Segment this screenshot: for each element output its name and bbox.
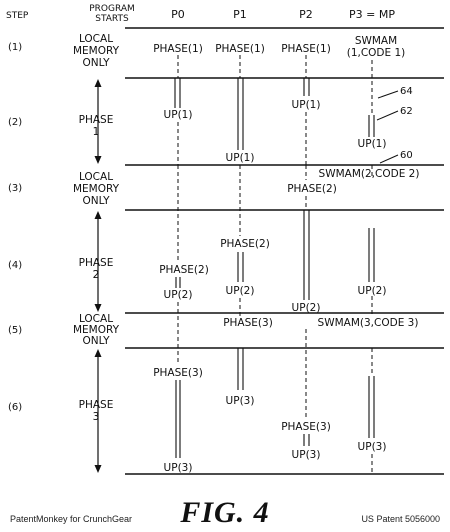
leader-60 xyxy=(379,154,399,164)
step-label: 1 xyxy=(93,126,100,138)
event-label: UP(1) xyxy=(358,138,387,150)
event-label: PHASE(3) xyxy=(153,367,203,379)
event-label: PHASE(1) xyxy=(281,43,331,55)
event-label: PHASE(1) xyxy=(153,43,203,55)
patent-number: US Patent 5056000 xyxy=(361,514,440,524)
event-label: SWMAM xyxy=(355,35,397,47)
event-label: PHASE(2) xyxy=(220,238,270,250)
arrowhead xyxy=(94,156,102,164)
step-label: ONLY xyxy=(83,57,111,69)
step-number: (2) xyxy=(8,117,22,128)
event-label: UP(3) xyxy=(292,449,321,461)
step-label: 2 xyxy=(93,269,100,281)
processor-p1-label: P1 xyxy=(233,8,247,21)
step-number: (1) xyxy=(8,42,22,53)
event-label: (1,CODE 1) xyxy=(347,47,406,59)
reference-numeral-60: 60 xyxy=(400,150,413,161)
header-step: STEP xyxy=(6,11,29,21)
processor-p2-label: P2 xyxy=(299,8,313,21)
arrowhead xyxy=(94,211,102,219)
step-labels: LOCAL MEMORY ONLY PHASE 1 LOCAL MEMORY O… xyxy=(73,33,120,423)
event-label: SWMAM(3,CODE 3) xyxy=(318,317,419,329)
event-label: UP(2) xyxy=(226,285,255,297)
leader-62 xyxy=(376,110,399,121)
step-label: 3 xyxy=(93,411,100,423)
step-label: PHASE xyxy=(79,257,114,269)
arrowhead xyxy=(94,79,102,87)
step-label: LOCAL xyxy=(79,171,113,183)
event-label: PHASE(1) xyxy=(215,43,265,55)
event-label: UP(3) xyxy=(358,441,387,453)
arrowhead xyxy=(94,304,102,312)
step-number: (3) xyxy=(8,183,22,194)
step-label: MEMORY xyxy=(73,324,120,336)
event-label: PHASE(3) xyxy=(223,317,273,329)
leader-64 xyxy=(377,90,399,99)
processor-p0-label: P0 xyxy=(171,8,185,21)
step-number: (4) xyxy=(8,260,22,271)
activity-lines xyxy=(174,78,375,458)
event-label: UP(1) xyxy=(292,99,321,111)
event-label: UP(2) xyxy=(292,302,321,314)
event-label: UP(3) xyxy=(226,395,255,407)
step-number: (5) xyxy=(8,325,22,336)
reference-numeral-64: 64 xyxy=(400,86,413,97)
event-label: SWMAM(2,CODE 2) xyxy=(319,168,420,180)
event-label: UP(2) xyxy=(164,289,193,301)
reference-leaders xyxy=(376,90,399,164)
arrowheads xyxy=(94,79,102,473)
step-label: MEMORY xyxy=(73,45,120,57)
footer-credit: PatentMonkey for CrunchGear xyxy=(10,514,133,524)
timelines xyxy=(177,55,373,474)
step-label: LOCAL xyxy=(79,33,113,45)
step-label: ONLY xyxy=(83,335,111,347)
step-label: MEMORY xyxy=(73,183,120,195)
event-label: UP(2) xyxy=(358,285,387,297)
processor-p3-label: P3 = MP xyxy=(349,8,395,21)
arrowhead xyxy=(94,349,102,357)
reference-numeral-62: 62 xyxy=(400,106,413,117)
step-label: ONLY xyxy=(83,195,111,207)
separator-lines xyxy=(125,27,444,475)
event-label: PHASE(2) xyxy=(287,183,337,195)
event-label: UP(1) xyxy=(164,109,193,121)
event-labels: PHASE(1) PHASE(1) PHASE(1) SWMAM (1,CODE… xyxy=(153,35,419,474)
step-label: LOCAL xyxy=(79,313,113,325)
event-label: UP(1) xyxy=(226,152,255,164)
header-program-starts: PROGRAM xyxy=(89,4,135,14)
event-label: UP(3) xyxy=(164,462,193,474)
step-label: PHASE xyxy=(79,399,114,411)
arrowhead xyxy=(94,465,102,473)
figure-title: FIG. 4 xyxy=(180,496,270,529)
header-program-starts: STARTS xyxy=(95,14,129,24)
step-number: (6) xyxy=(8,402,22,413)
step-label: PHASE xyxy=(79,114,114,126)
event-label: PHASE(2) xyxy=(159,264,209,276)
event-label: PHASE(3) xyxy=(281,421,331,433)
